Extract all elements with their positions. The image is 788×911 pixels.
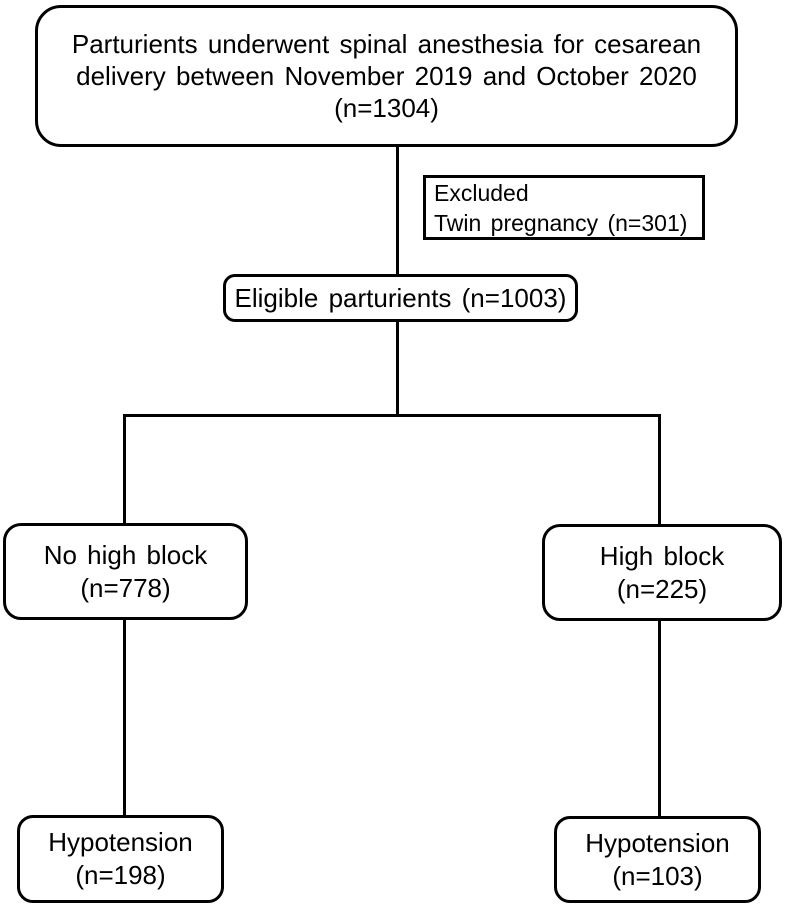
node-eligible-text: Eligible parturients (n=1003)	[234, 282, 567, 313]
node-no-high-block-count: (n=778)	[80, 572, 171, 603]
node-no-high-block-text: No high block	[43, 539, 208, 570]
node-enrollment-text-line1: Parturients underwent spinal anesthesia …	[71, 29, 702, 59]
node-no-high-block: No high block (n=778)	[3, 523, 248, 620]
node-enrollment: Parturients underwent spinal anesthesia …	[35, 5, 738, 147]
connector-eligible-to-branch	[396, 320, 399, 417]
node-hypotension-no-high-block-text: Hypotension	[48, 827, 193, 857]
node-hypotension-high-block: Hypotension (n=103)	[554, 816, 761, 903]
node-high-block: High block (n=225)	[542, 524, 782, 621]
connector-no-high-block-to-hypotension	[123, 618, 126, 818]
node-high-block-text: High block	[599, 540, 725, 571]
connector-branch-to-no-high-block	[123, 414, 126, 526]
node-eligible: Eligible parturients (n=1003)	[223, 274, 578, 322]
node-hypotension-high-block-count: (n=103)	[612, 860, 703, 891]
connector-high-block-to-hypotension	[658, 619, 661, 819]
node-hypotension-no-high-block-count: (n=198)	[75, 860, 166, 890]
node-high-block-count: (n=225)	[616, 573, 708, 604]
node-enrollment-text-line2: delivery between November 2019 and Octob…	[76, 61, 697, 91]
node-enrollment-count: (n=1304)	[334, 93, 439, 123]
connector-branch-horizontal	[123, 414, 661, 417]
node-hypotension-no-high-block: Hypotension (n=198)	[17, 815, 224, 903]
node-excluded-reason: Twin pregnancy (n=301)	[434, 209, 688, 236]
node-excluded: Excluded Twin pregnancy (n=301)	[423, 175, 705, 240]
node-excluded-title: Excluded	[434, 179, 529, 206]
connector-enrollment-to-eligible	[396, 146, 399, 278]
connector-branch-to-high-block	[658, 414, 661, 527]
node-hypotension-high-block-text: Hypotension	[585, 827, 730, 858]
